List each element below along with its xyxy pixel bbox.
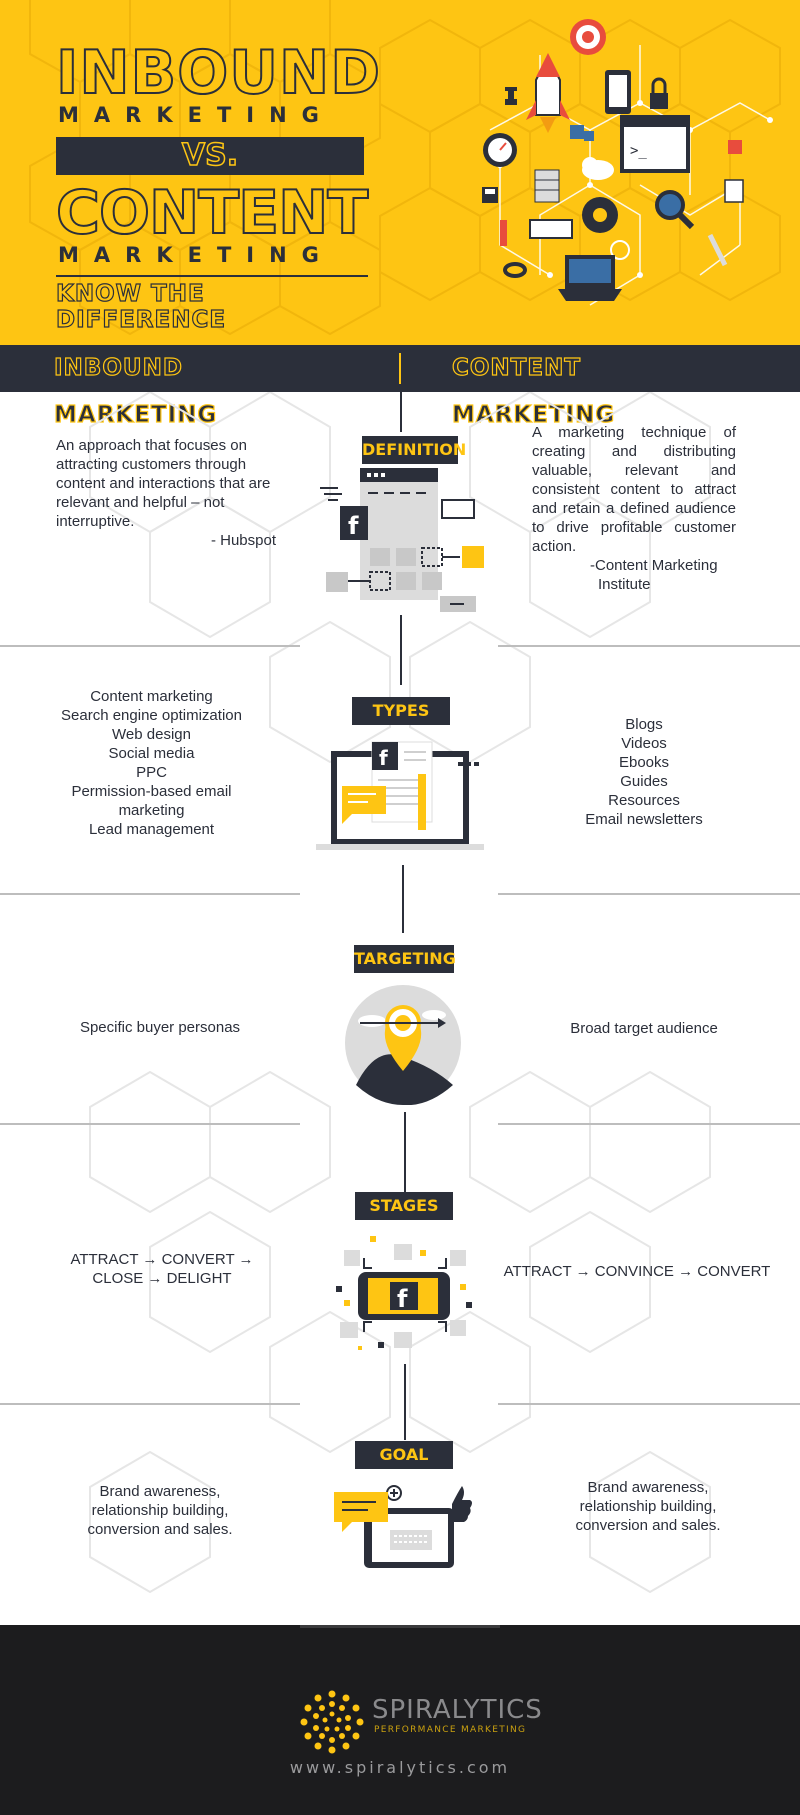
hex-pattern-background [89, 392, 711, 1594]
definition-inbound-text: An approach that focuses on attracting c… [56, 437, 271, 530]
tablet-feedback-icon [334, 1485, 472, 1568]
types-inbound-item: Permission-based email [71, 783, 232, 800]
webpage-layout-icon: f [320, 468, 484, 612]
svg-text:f: f [397, 1285, 408, 1313]
column-title-inbound: INBOUND MARKETING [53, 354, 218, 428]
vs-bar [56, 137, 364, 175]
brand-tagline: PERFORMANCE MARKETING [374, 1725, 527, 1735]
targeting-content: Broad target audience [570, 1020, 718, 1037]
footer: SPIRALYTICS PERFORMANCE MARKETING www.sp… [0, 1625, 800, 1815]
types-inbound-item: Content marketing [90, 688, 213, 705]
connector-line [400, 392, 402, 432]
types-inbound-item: PPC [136, 764, 167, 781]
section-separator [498, 893, 800, 895]
definition-inbound: An approach that focuses on attracting c… [56, 436, 276, 550]
definition-content-text: A marketing technique of creating and di… [532, 424, 736, 555]
types-inbound-item: Social media [108, 745, 195, 762]
website-link[interactable]: www.spiralytics.com [289, 1758, 511, 1777]
types-content-item: Email newsletters [585, 811, 703, 828]
types-inbound-item: Web design [112, 726, 191, 743]
hero-banner: INBOUND MARKETING VS. CONTENT MARKETING … [0, 0, 800, 345]
stages-content: ATTRACT → CONVINCE → CONVERT [503, 1263, 771, 1280]
target-globe-icon [345, 985, 461, 1105]
definition-inbound-source: - Hubspot [210, 532, 276, 549]
hero-word-content: CONTENT [55, 177, 369, 249]
svg-text:>_: >_ [630, 143, 647, 159]
types-content-item: Blogs [625, 716, 663, 733]
footer-top-rule [300, 1625, 500, 1628]
section-badge-types: TYPES [352, 697, 450, 725]
connector-line [404, 1112, 406, 1192]
hero-divider [56, 275, 368, 277]
brand-name: SPIRALYTICS [372, 1695, 543, 1725]
section-separator [0, 1123, 300, 1125]
section-separator [498, 1123, 800, 1125]
spiralytics-spiral-logo-icon [300, 1690, 364, 1754]
connector-line [400, 615, 402, 685]
targeting-inbound: Specific buyer personas [79, 1019, 241, 1036]
stages-inbound: ATTRACT → CONVERT → CLOSE → DELIGHT [36, 1250, 288, 1288]
goal-content: Brand awareness, relationship building, … [575, 1479, 721, 1534]
section-separator [0, 645, 300, 647]
stages-inbound-line: ATTRACT → CONVERT → [70, 1251, 254, 1268]
section-badge-definition: DEFINITION [362, 436, 466, 464]
types-content-item: Resources [608, 792, 680, 809]
stages-inbound-line: CLOSE → DELIGHT [92, 1270, 232, 1287]
types-inbound-item: Lead management [88, 821, 215, 838]
types-content-item: Ebooks [618, 754, 670, 771]
hero-word-marketing-2: MARKETING [58, 243, 334, 267]
types-inbound-list: Content marketing Search engine optimiza… [30, 687, 273, 839]
svg-text:f: f [379, 746, 388, 770]
section-separator [0, 893, 300, 895]
laptop-content-icon: f [316, 741, 484, 850]
section-badge-goal: GOAL [355, 1441, 453, 1469]
types-inbound-item: Search engine optimization [61, 707, 242, 724]
types-content-item: Guides [620, 773, 668, 790]
section-badge-stages: STAGES [355, 1192, 453, 1220]
connector-line [402, 865, 404, 933]
hero-word-marketing-1: MARKETING [58, 103, 334, 127]
section-separator [498, 645, 800, 647]
svg-text:f: f [348, 512, 359, 540]
hero-tagline: KNOW THE DIFFERENCE [55, 280, 227, 333]
column-header-bar: INBOUND MARKETING CONTENT MARKETING [0, 345, 800, 429]
column-title-content: CONTENT MARKETING [451, 354, 616, 428]
definition-content: A marketing technique of creating and di… [532, 423, 736, 556]
column-divider [399, 353, 401, 384]
definition-content-source-1: -Content Marketing [590, 557, 718, 574]
goal-inbound: Brand awareness, relationship building, … [87, 1483, 233, 1538]
section-badge-targeting: TARGETING [354, 945, 456, 973]
types-inbound-item: marketing [118, 802, 185, 819]
connector-line [404, 1364, 406, 1440]
definition-content-source-2: Institute [598, 576, 651, 593]
section-separator [0, 1403, 300, 1405]
hero-word-inbound: INBOUND [55, 37, 382, 109]
hero-vs: VS. [181, 137, 239, 174]
marketing-tools-illustration-icon: >_ [482, 19, 773, 306]
types-content-item: Videos [621, 735, 667, 752]
mobile-social-icon: f [336, 1236, 472, 1350]
section-separator [498, 1403, 800, 1405]
types-content-list: Blogs Videos Ebooks Guides Resources Ema… [540, 715, 748, 829]
